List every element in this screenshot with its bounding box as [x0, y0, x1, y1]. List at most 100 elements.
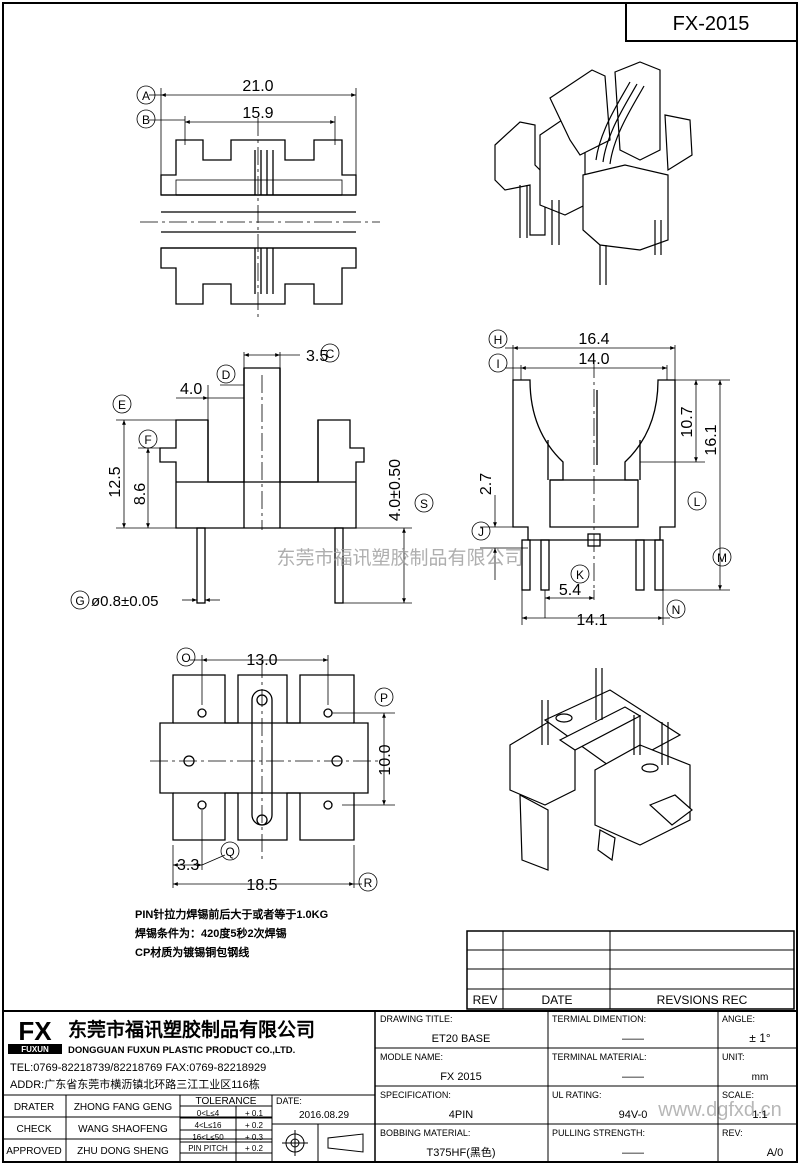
front-view-dims — [70, 343, 434, 610]
tol-range-2: 4<L≤16 — [195, 1121, 222, 1130]
part-number: FX-2015 — [673, 13, 750, 35]
note-1: PIN针拉力焊锡前后大于或者等于1.0KG — [135, 907, 328, 921]
side-view — [512, 360, 676, 591]
title-block-lines — [3, 1010, 797, 1162]
terminal-dim-label: TERMIAL DIMENTION: — [552, 1014, 646, 1024]
tol-range-3: 16<L≤50 — [192, 1133, 224, 1142]
bottom-view — [150, 660, 380, 860]
scale: 1:1 — [752, 1109, 767, 1121]
part-number-box — [625, 2, 798, 42]
terminal-mat-label: TERMINAL MATERIAL: — [552, 1052, 647, 1062]
logo-band — [8, 1044, 62, 1054]
drawing-title-label: DRAWING TITLE: — [380, 1014, 453, 1024]
spec-label: SPECIFICATION: — [380, 1090, 451, 1100]
date-label: DATE: — [276, 1096, 302, 1106]
dim-4-0-tol: 4.0±0.50 — [387, 459, 404, 521]
iso-view-1 — [494, 61, 693, 285]
tol-value-1: + 0.1 — [245, 1109, 264, 1118]
dim-2-7: 2.7 — [478, 473, 495, 495]
front-view — [159, 367, 365, 604]
watermark-company: 东莞市福讯塑胶制品有限公司 — [276, 547, 523, 569]
pull: —— — [622, 1147, 644, 1159]
dim-10-7: 10.7 — [679, 406, 696, 437]
label-p: P — [380, 691, 388, 705]
dim-10-0: 10.0 — [377, 744, 394, 775]
label-j: J — [478, 525, 484, 539]
rev-col-date: DATE — [541, 993, 572, 1007]
date-value: 2016.08.29 — [299, 1110, 349, 1121]
label-i: I — [496, 357, 499, 371]
company-addr: ADDR:广东省东莞市横沥镇北环路三江工业区116栋 — [10, 1077, 260, 1091]
angle-label: ANGLE: — [722, 1014, 755, 1024]
tol-range-1: 0<L≤4 — [197, 1109, 220, 1118]
iso-view-2 — [509, 668, 693, 871]
dim-3-5: 3.5 — [306, 348, 328, 365]
name-drater: ZHONG FANG GENG — [74, 1102, 173, 1113]
model-label: MODLE NAME: — [380, 1052, 443, 1062]
dim-16-1: 16.1 — [703, 424, 720, 455]
tol-value-3: + 0.3 — [245, 1133, 264, 1142]
label-r: R — [364, 876, 373, 890]
dim-14-0: 14.0 — [578, 351, 609, 368]
role-check: CHECK — [16, 1124, 51, 1135]
dim-16-4: 16.4 — [578, 331, 609, 348]
label-m: M — [717, 551, 727, 565]
role-approved: APPROVED — [6, 1146, 62, 1157]
label-k: K — [576, 568, 584, 582]
scale-label: SCALE: — [722, 1090, 754, 1100]
model: FX 2015 — [440, 1071, 482, 1083]
rev-col-rec: REVSIONS REC — [657, 993, 748, 1007]
spec: 4PIN — [449, 1109, 474, 1121]
label-n: N — [672, 603, 681, 617]
label-f: F — [144, 433, 151, 447]
note-2: 焊锡条件为：420度5秒2次焊锡 — [135, 926, 287, 940]
tol-range-4: PIN PITCH — [188, 1144, 228, 1153]
note-3: CP材质为镀锡铜包钢线 — [135, 945, 249, 959]
dim-pin-dia: ø0.8±0.05 — [91, 593, 158, 610]
dim-14-1: 14.1 — [576, 612, 607, 629]
label-b: B — [142, 113, 150, 127]
top-view — [140, 118, 380, 320]
rev-value: A/0 — [767, 1147, 784, 1159]
top-view-dims — [136, 85, 357, 180]
drawing-title: ET20 BASE — [432, 1033, 491, 1045]
tol-value-4: + 0.2 — [245, 1144, 264, 1153]
logo-box — [8, 1016, 62, 1044]
dim-5-4: 5.4 — [559, 582, 581, 599]
logo-fx: FX — [18, 1016, 52, 1046]
unit-label: UNIT: — [722, 1052, 745, 1062]
tolerance-title: TOLERANCE — [196, 1096, 257, 1107]
name-approved: ZHU DONG SHENG — [77, 1146, 169, 1157]
dim-4-0: 4.0 — [180, 381, 202, 398]
company-name-cn: 东莞市福讯塑胶制品有限公司 — [68, 1018, 315, 1041]
ul-label: UL RATING: — [552, 1090, 602, 1100]
pull-label: PULLING STRENGTH: — [552, 1128, 645, 1138]
dim-18-5: 18.5 — [246, 877, 277, 894]
label-l: L — [694, 495, 701, 509]
label-e: E — [118, 398, 126, 412]
label-o: O — [181, 651, 190, 665]
dim-13-0: 13.0 — [246, 652, 277, 669]
role-drater: DRATER — [14, 1102, 54, 1113]
terminal-mat: —— — [622, 1071, 644, 1083]
label-h: H — [494, 333, 503, 347]
rev-label: REV: — [722, 1128, 743, 1138]
watermark-url: www.dgfxd.cn — [657, 1099, 781, 1121]
bottom-view-dims — [172, 647, 395, 892]
tol-value-2: + 0.2 — [245, 1121, 264, 1130]
label-a: A — [142, 89, 150, 103]
label-g: G — [75, 594, 84, 608]
dim-12-5: 12.5 — [107, 466, 124, 497]
terminal-dim: —— — [622, 1033, 644, 1045]
label-q: Q — [225, 845, 234, 859]
ul: 94V-0 — [619, 1109, 648, 1121]
side-view-dims — [471, 329, 732, 625]
dim-21: 21.0 — [242, 78, 273, 95]
dim-15-9: 15.9 — [242, 105, 273, 122]
unit: mm — [752, 1072, 769, 1083]
dim-8-6: 8.6 — [132, 483, 149, 505]
rev-col-rev: REV — [473, 993, 498, 1007]
